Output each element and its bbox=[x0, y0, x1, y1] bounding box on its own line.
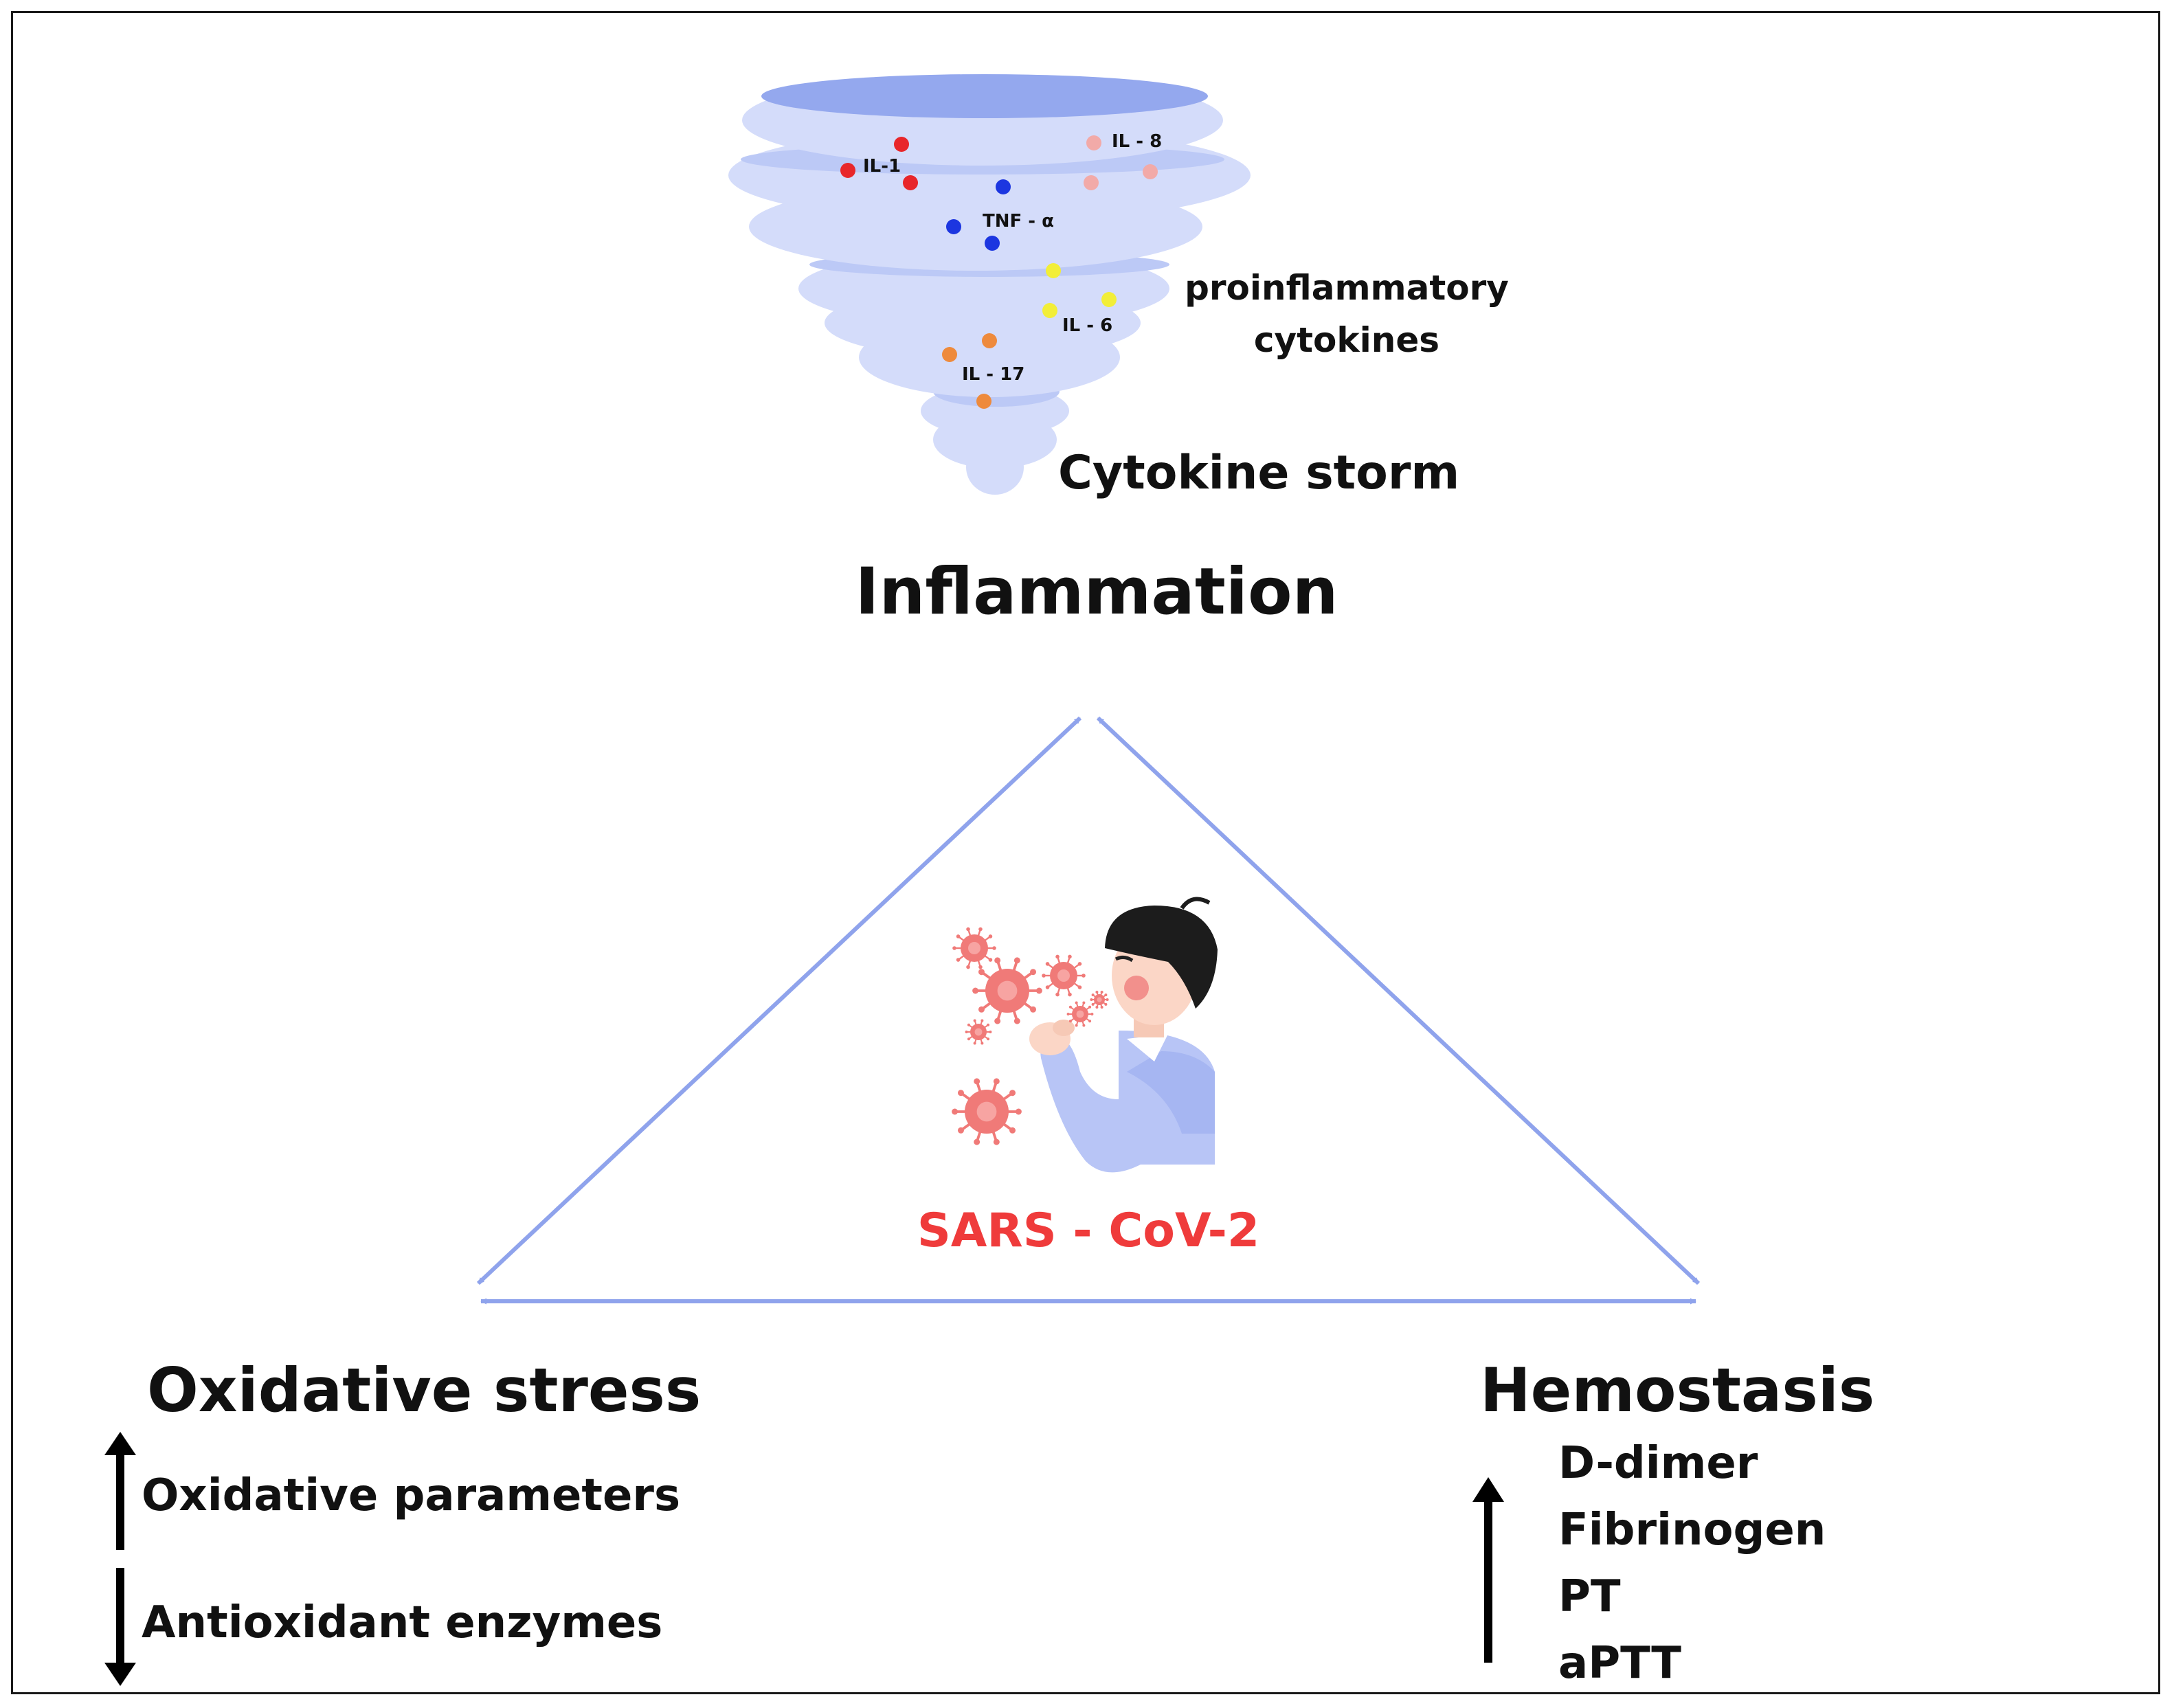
virus-icon bbox=[1042, 954, 1086, 997]
oxidative-parameters-label: Oxidative parameters bbox=[142, 1470, 681, 1521]
il17-label: IL - 17 bbox=[962, 364, 1025, 385]
hemostasis-item: PT bbox=[1558, 1571, 1621, 1622]
tnf-dot bbox=[985, 236, 1000, 251]
il1-label: IL-1 bbox=[863, 156, 901, 177]
il8-dot bbox=[1143, 164, 1158, 179]
oxidative-stress-heading: Oxidative stress bbox=[147, 1355, 702, 1426]
virus-icon bbox=[952, 1078, 1022, 1145]
coughing-person-icon bbox=[1029, 897, 1218, 1173]
hemostasis-heading: Hemostasis bbox=[1480, 1355, 1875, 1426]
il6-dot bbox=[1101, 292, 1117, 307]
arrow-up-icon bbox=[1472, 1477, 1504, 1663]
figure-frame bbox=[11, 11, 2160, 1694]
il8-dot bbox=[1084, 175, 1099, 190]
inflammation-heading: Inflammation bbox=[855, 554, 1338, 629]
tnf-dot bbox=[996, 179, 1011, 194]
il8-label: IL - 8 bbox=[1112, 131, 1163, 152]
virus-icon bbox=[972, 957, 1042, 1024]
cytokine-dots bbox=[840, 135, 1158, 409]
il6-label: IL - 6 bbox=[1062, 315, 1113, 336]
virus-icon bbox=[952, 927, 996, 969]
il17-dot bbox=[976, 394, 991, 409]
cytokines-label: cytokines bbox=[1253, 320, 1440, 360]
il1-dot bbox=[894, 137, 909, 152]
il6-dot bbox=[1042, 303, 1057, 318]
hemostasis-item: aPTT bbox=[1558, 1638, 1681, 1689]
il6-dot bbox=[1046, 263, 1061, 278]
interaction-arrows bbox=[476, 716, 1701, 1305]
hemostasis-item: Fibrinogen bbox=[1558, 1505, 1826, 1555]
virus-icon bbox=[1066, 1001, 1094, 1027]
il1-dot bbox=[903, 175, 918, 190]
arrow-inflammation-oxidative bbox=[476, 716, 1082, 1285]
il1-dot bbox=[840, 163, 855, 178]
proinflammatory-label: proinflammatory bbox=[1185, 268, 1509, 308]
il17-dot bbox=[942, 347, 957, 362]
il17-dot bbox=[982, 333, 997, 348]
arrow-up-icon bbox=[104, 1432, 136, 1550]
cytokine-storm-label: Cytokine storm bbox=[1058, 446, 1460, 500]
il8-dot bbox=[1086, 135, 1101, 150]
virus-particles bbox=[952, 927, 1109, 1145]
tnf-label: TNF - α bbox=[983, 211, 1055, 232]
arrow-down-icon bbox=[104, 1568, 136, 1686]
virus-icon bbox=[1090, 990, 1109, 1009]
antioxidant-enzymes-label: Antioxidant enzymes bbox=[142, 1597, 663, 1648]
tornado-icon bbox=[728, 74, 1251, 495]
tnf-dot bbox=[946, 219, 961, 234]
virus-icon bbox=[965, 1019, 992, 1045]
hemostasis-item: D-dimer bbox=[1558, 1438, 1758, 1489]
sars-cov-2-label: SARS - CoV-2 bbox=[917, 1204, 1260, 1258]
arrow-inflammation-hemostasis bbox=[1096, 716, 1701, 1285]
